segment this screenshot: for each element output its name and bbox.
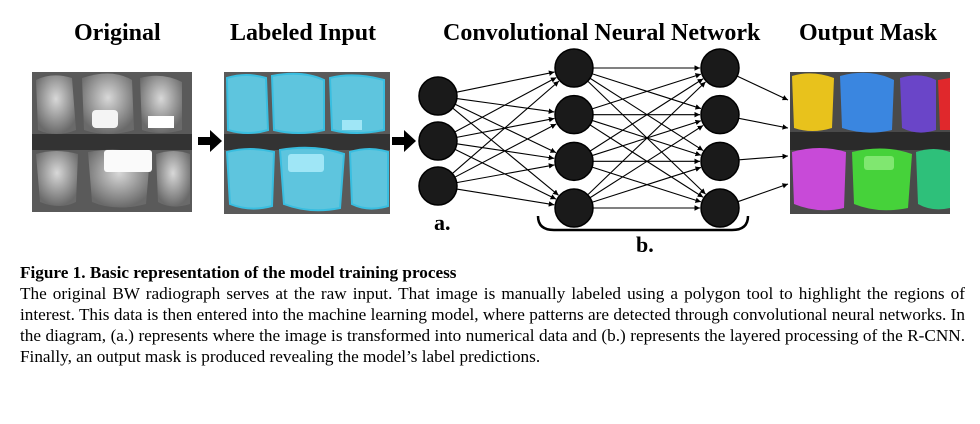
caption-title: Figure 1. Basic representation of the mo… [20, 263, 457, 282]
heading-output-mask: Output Mask [799, 20, 938, 46]
output-edge [736, 75, 789, 101]
layer-bracket [536, 215, 750, 232]
network-node [418, 76, 458, 116]
network-node [700, 94, 740, 135]
network-node [554, 94, 594, 135]
heading-cnn: Convolutional Neural Network [443, 20, 761, 46]
connection-edge [456, 70, 555, 93]
connection-edge [456, 163, 555, 184]
connection-edge [589, 78, 704, 152]
heading-original: Original [74, 20, 161, 46]
arrow-right-icon [392, 130, 416, 152]
figure-caption: Figure 1. Basic representation of the mo… [20, 262, 965, 367]
network-node [554, 141, 594, 182]
connection-edge [452, 107, 559, 196]
arrow-right-icon [198, 130, 222, 152]
network-node [554, 188, 594, 228]
output-edge [738, 153, 789, 161]
connection-edge [451, 80, 560, 174]
output-edge [737, 183, 789, 203]
connection-edge [456, 188, 555, 207]
connection-edge [591, 166, 702, 203]
label-a: a. [434, 210, 451, 235]
connection-edge [591, 73, 702, 110]
output-edge [738, 117, 789, 130]
network-node [700, 188, 740, 228]
heading-labeled-input: Labeled Input [230, 20, 377, 46]
label-b: b. [636, 232, 654, 257]
connection-edge [587, 81, 706, 196]
output-mask-image [790, 72, 950, 214]
network-node [700, 48, 740, 88]
original-radiograph-image [32, 72, 192, 212]
caption-body: The original BW radiograph serves at the… [20, 284, 965, 366]
neural-network-diagram [418, 48, 789, 232]
connection-edge [454, 123, 557, 178]
network-node [554, 48, 594, 88]
connection-edge [589, 124, 704, 199]
connection-edge [454, 76, 557, 133]
labeled-input-image [224, 72, 390, 214]
network-node [700, 141, 740, 182]
network-node [418, 121, 458, 161]
network-node [418, 166, 458, 206]
